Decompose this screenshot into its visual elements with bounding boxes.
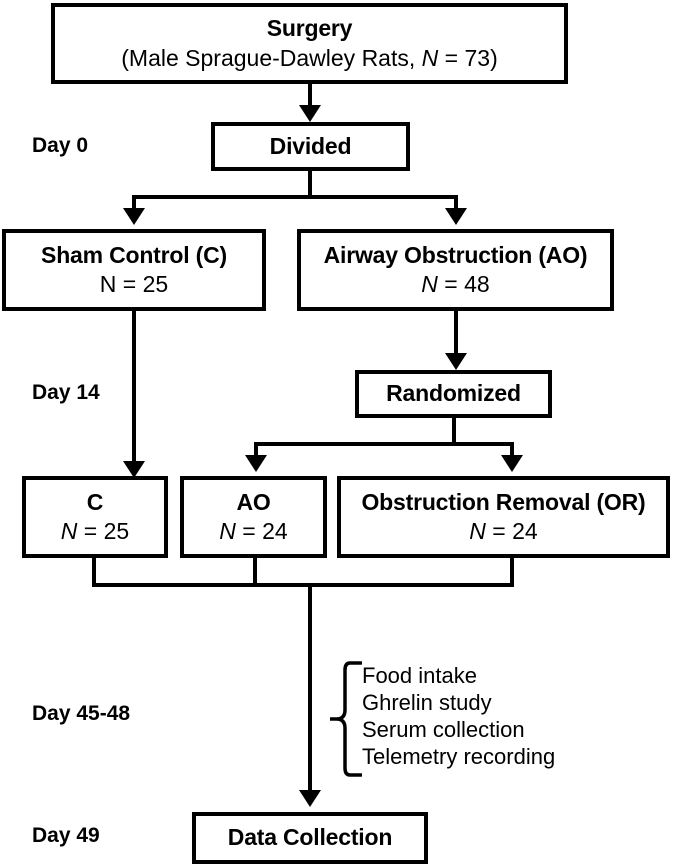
node-surgery: Surgery (Male Sprague-Dawley Rats, N = 7… [51, 3, 568, 84]
task-item-telemetry-recording: Telemetry recording [362, 744, 556, 769]
connector-randomized-split-bar [254, 442, 514, 446]
node-surgery-subtitle-pre: (Male Sprague-Dawley Rats, [121, 44, 422, 71]
task-list: Food intake Ghrelin study Serum collecti… [362, 662, 555, 770]
connector-surgery-to-divided [308, 84, 312, 106]
connector-randomized-to-or [510, 442, 514, 457]
connector-divided-stem [308, 171, 312, 197]
node-airway-obstruction-title: Airway Obstruction (AO) [323, 241, 588, 268]
node-surgery-subtitle-post: = 73) [438, 44, 498, 71]
task-item-serum-collection: Serum collection [362, 717, 525, 742]
arrowhead-divided-to-ao [445, 208, 467, 225]
node-sham-control-title: Sham Control (C) [41, 241, 227, 268]
node-group-c-count-value: = 25 [77, 518, 130, 544]
arrowhead-to-data-collection [299, 790, 321, 807]
arrowhead-surgery-to-divided [299, 105, 321, 122]
node-group-c-count-n: N [60, 518, 78, 544]
connector-divided-to-sham [132, 195, 136, 210]
node-group-ao-count: N = 24 [219, 518, 287, 545]
node-airway-obstruction: Airway Obstruction (AO) N = 48 [297, 229, 614, 311]
node-sham-control-count-value: N = 25 [99, 271, 169, 297]
node-data-collection-title: Data Collection [227, 824, 393, 851]
node-group-or-count-n: N [469, 518, 486, 544]
connector-divided-split-bar [132, 195, 458, 199]
day-label-day45-48: Day 45-48 [32, 702, 131, 725]
node-airway-obstruction-count: N = 48 [421, 271, 489, 298]
node-airway-obstruction-count-n: N [421, 271, 438, 297]
task-item-ghrelin-study: Ghrelin study [362, 690, 492, 715]
node-randomized: Randomized [355, 370, 552, 418]
arrowhead-randomized-to-or [501, 455, 523, 472]
node-surgery-subtitle: (Male Sprague-Dawley Rats, N = 73) [121, 45, 498, 72]
connector-c-down [92, 558, 96, 587]
connector-merge-bar [92, 583, 514, 587]
node-group-c-title: C [86, 488, 104, 515]
node-divided: Divided [211, 122, 410, 171]
arrowhead-randomized-to-ao [245, 455, 267, 472]
connector-sham-to-c [132, 311, 136, 463]
connector-ao-down [253, 558, 257, 587]
node-group-ao-count-value: = 24 [235, 518, 288, 544]
node-airway-obstruction-count-value: = 48 [437, 271, 490, 297]
connector-ao-to-randomized [454, 311, 458, 354]
node-sham-control-count: N = 25 [100, 271, 168, 298]
connector-divided-to-ao [454, 195, 458, 210]
node-divided-title: Divided [269, 132, 352, 159]
connector-randomized-to-ao [254, 442, 258, 457]
node-group-ao-count-n: N [219, 518, 236, 544]
node-surgery-title: Surgery [266, 15, 353, 42]
task-brace-icon [330, 661, 362, 777]
node-group-or-count: N = 24 [469, 518, 537, 545]
arrowhead-ao-to-randomized [445, 353, 467, 370]
node-data-collection: Data Collection [192, 812, 428, 864]
arrowhead-sham-to-c [123, 461, 145, 478]
node-group-or: Obstruction Removal (OR) N = 24 [337, 476, 670, 558]
day-label-day0: Day 0 [32, 134, 89, 157]
node-group-c-count: N = 25 [61, 518, 129, 545]
node-group-or-count-value: = 24 [485, 518, 538, 544]
node-group-c: C N = 25 [22, 476, 168, 558]
node-surgery-subtitle-n: N [421, 44, 439, 71]
node-group-ao-title: AO [236, 488, 271, 515]
connector-or-down [510, 558, 514, 587]
connector-merge-to-data-collection [308, 583, 312, 793]
node-group-ao: AO N = 24 [180, 476, 327, 558]
connector-randomized-stem [452, 418, 456, 444]
node-randomized-title: Randomized [386, 380, 521, 407]
task-item-food-intake: Food intake [362, 663, 477, 688]
day-label-day49: Day 49 [32, 824, 100, 847]
day-label-day14: Day 14 [32, 381, 100, 404]
node-group-or-title: Obstruction Removal (OR) [361, 488, 646, 515]
node-sham-control: Sham Control (C) N = 25 [2, 229, 266, 311]
arrowhead-divided-to-sham [123, 208, 145, 225]
